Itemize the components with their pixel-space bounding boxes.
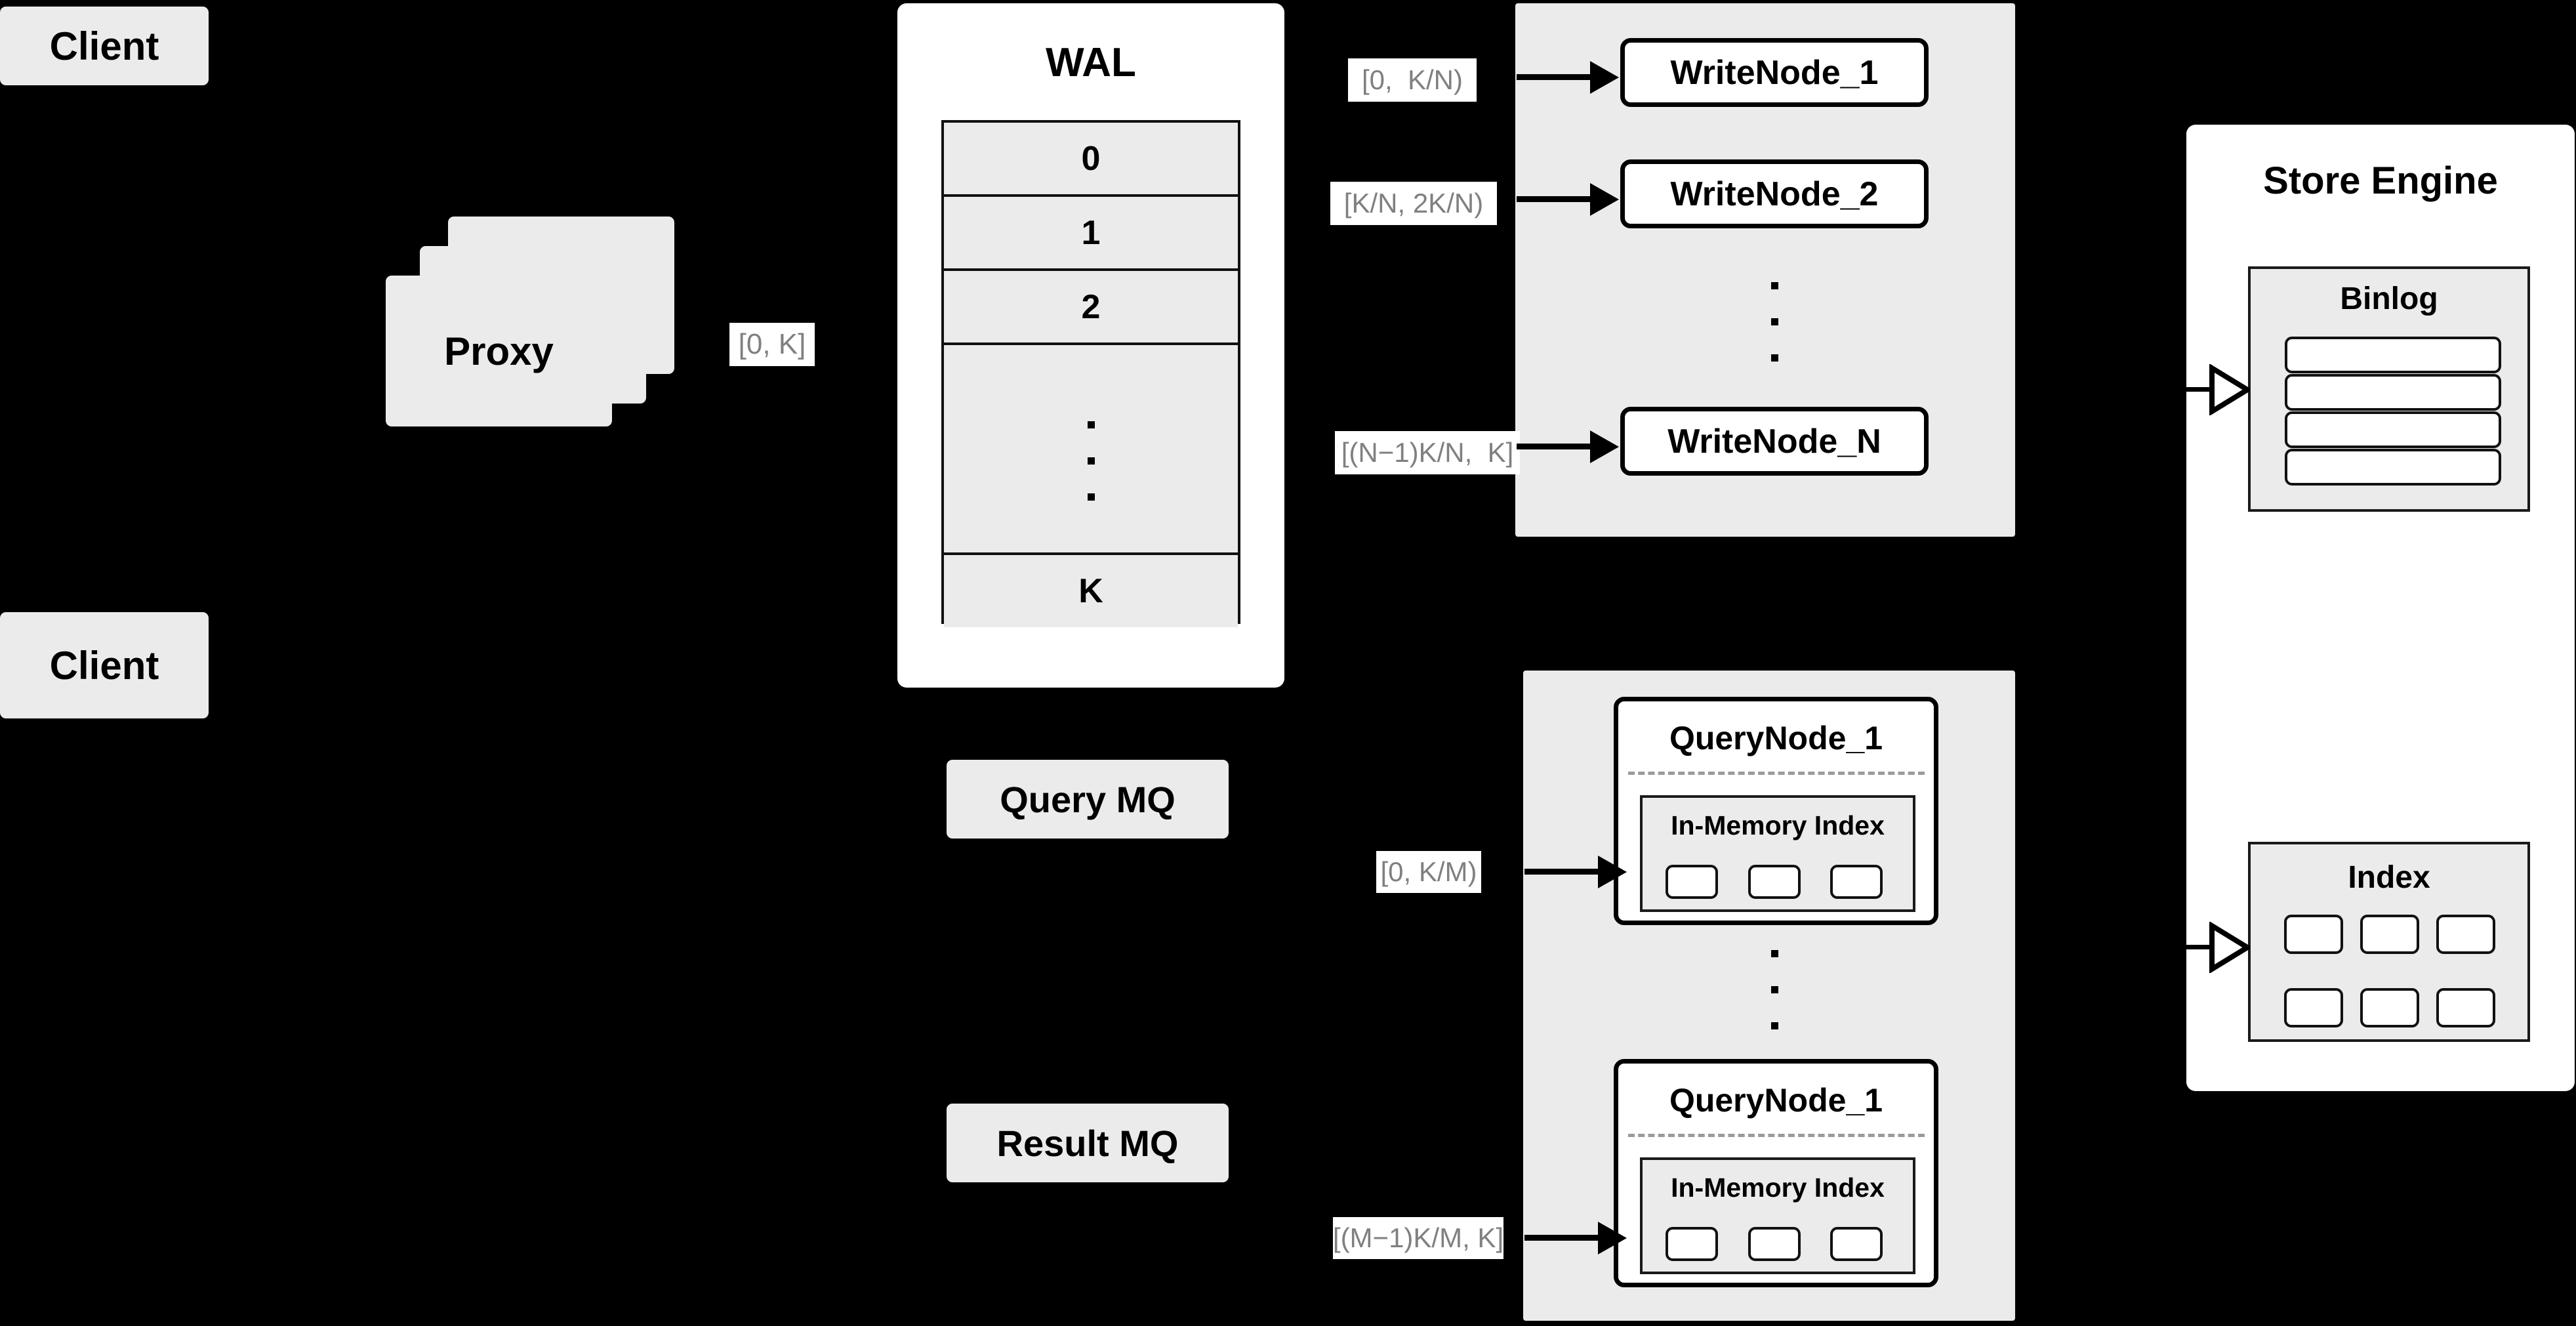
wal-row: 1 <box>944 197 1238 271</box>
query-node-2-index-chip <box>1666 1227 1718 1261</box>
client-box-1[interactable]: Client <box>0 7 209 85</box>
index-inbound-arrow-head-icon <box>2209 922 2250 973</box>
wal-row-label: 1 <box>1081 213 1101 252</box>
wal-row-label: 2 <box>1081 287 1101 326</box>
write-node-2-label: WriteNode_2 <box>1670 175 1879 213</box>
write-node-2-box[interactable]: WriteNode_2 <box>1620 159 1929 228</box>
query-node-1-index-panel-title-label: In-Memory Index <box>1671 810 1885 840</box>
index-inbound-arrow-line <box>2171 945 2214 949</box>
proxy-range-label: [0, K] <box>729 323 815 366</box>
proxy-range-label-text: [0, K] <box>738 328 806 360</box>
proxy-label: Proxy <box>444 329 554 373</box>
query-node-2-index-chip <box>1830 1227 1883 1261</box>
write-node-n-arrow-head-icon <box>1590 430 1619 463</box>
binlog-segment <box>2285 411 2501 448</box>
wal-title-label: WAL <box>1046 39 1136 85</box>
write-node-1-range-label: [0, K/N) <box>1348 58 1477 102</box>
write-node-2-range-text: [K/N, 2K/N) <box>1343 188 1484 218</box>
query-node-2-arrow-head-icon <box>1598 1222 1627 1254</box>
write-node-1-box[interactable]: WriteNode_1 <box>1620 38 1929 107</box>
index-chip <box>2284 988 2343 1027</box>
store-engine-title-label: Store Engine <box>2263 159 2498 202</box>
write-node-vertical-ellipsis-icon <box>1738 282 1810 362</box>
binlog-panel-title: Binlog <box>2248 281 2530 317</box>
query-node-1-index-chip <box>1748 865 1801 899</box>
index-chip <box>2284 915 2343 954</box>
query-node-1-range-text: [0, K/M) <box>1380 856 1477 887</box>
index-chip <box>2436 915 2495 954</box>
write-node-n-label: WriteNode_N <box>1667 422 1881 461</box>
wal-row-label: K <box>1078 572 1103 610</box>
query-node-1-divider <box>1628 772 1925 775</box>
write-node-2-arrow-head-icon <box>1590 183 1619 216</box>
query-node-2-divider <box>1628 1134 1925 1137</box>
write-node-n-arrow-line <box>1517 444 1591 449</box>
wal-row: 2 <box>944 271 1238 345</box>
write-node-1-label: WriteNode_1 <box>1670 53 1879 92</box>
wal-row: K <box>944 555 1238 627</box>
binlog-segment <box>2285 374 2501 411</box>
query-node-1-title-label: QueryNode_1 <box>1669 720 1883 756</box>
query-node-2-index-panel-title: In-Memory Index <box>1640 1172 1915 1203</box>
query-node-1-title: QueryNode_1 <box>1614 715 1938 761</box>
result-mq-label: Result MQ <box>996 1122 1179 1164</box>
binlog-segment <box>2285 449 2501 486</box>
query-node-1-index-chip <box>1830 865 1883 899</box>
query-mq-box[interactable]: Query MQ <box>947 760 1229 839</box>
wal-row: 0 <box>944 123 1238 197</box>
query-node-1-index-panel-title: In-Memory Index <box>1640 810 1915 841</box>
query-node-2-arrow-line <box>1524 1235 1599 1241</box>
wal-row-ellipsis <box>944 345 1238 555</box>
index-chip <box>2436 988 2495 1027</box>
write-node-1-range-text: [0, K/N) <box>1361 64 1463 95</box>
index-chip <box>2360 988 2419 1027</box>
query-node-1-arrow-head-icon <box>1598 856 1627 888</box>
client-box-2-label: Client <box>49 643 159 688</box>
write-node-n-range-label: [(N−1)K/N, K] <box>1335 431 1520 474</box>
proxy-box[interactable]: Proxy <box>386 276 612 426</box>
index-chip <box>2360 915 2419 954</box>
query-node-2-index-chip <box>1748 1227 1801 1261</box>
query-mq-label: Query MQ <box>1000 778 1176 820</box>
client-box-2[interactable]: Client <box>0 612 209 718</box>
binlog-inbound-arrow-line <box>2171 387 2214 392</box>
write-node-2-arrow-line <box>1517 196 1591 202</box>
query-node-1-range-label: [0, K/M) <box>1376 851 1481 893</box>
binlog-segment <box>2285 337 2501 373</box>
wal-entries-table: 0 1 2 K <box>941 120 1240 627</box>
query-node-2-range-text: [(M−1)K/M, K] <box>1332 1222 1504 1253</box>
query-node-2-title: QueryNode_1 <box>1614 1077 1938 1123</box>
binlog-panel-title-label: Binlog <box>2340 281 2438 316</box>
index-panel-title: Index <box>2248 860 2530 896</box>
client-box-1-label: Client <box>49 24 159 68</box>
query-node-1-arrow-line <box>1524 869 1599 875</box>
store-engine-title: Store Engine <box>2186 157 2575 203</box>
query-node-2-index-panel-title-label: In-Memory Index <box>1671 1172 1885 1203</box>
wal-vertical-ellipsis-icon <box>944 421 1238 501</box>
index-panel-title-label: Index <box>2348 860 2430 895</box>
write-node-1-arrow-head-icon <box>1590 61 1619 94</box>
wal-row-label: 0 <box>1081 139 1101 178</box>
query-node-2-title-label: QueryNode_1 <box>1669 1082 1883 1119</box>
result-mq-box[interactable]: Result MQ <box>947 1104 1229 1182</box>
query-node-vertical-ellipsis-icon <box>1738 950 1810 1029</box>
write-node-2-range-label: [K/N, 2K/N) <box>1330 182 1497 225</box>
binlog-inbound-arrow-head-icon <box>2209 364 2250 415</box>
write-node-1-arrow-line <box>1517 74 1591 80</box>
query-node-1-index-chip <box>1666 865 1718 899</box>
query-node-2-range-label: [(M−1)K/M, K] <box>1333 1217 1503 1259</box>
wal-title: WAL <box>897 39 1284 85</box>
write-node-n-range-text: [(N−1)K/N, K] <box>1341 437 1514 468</box>
write-node-n-box[interactable]: WriteNode_N <box>1620 407 1929 476</box>
